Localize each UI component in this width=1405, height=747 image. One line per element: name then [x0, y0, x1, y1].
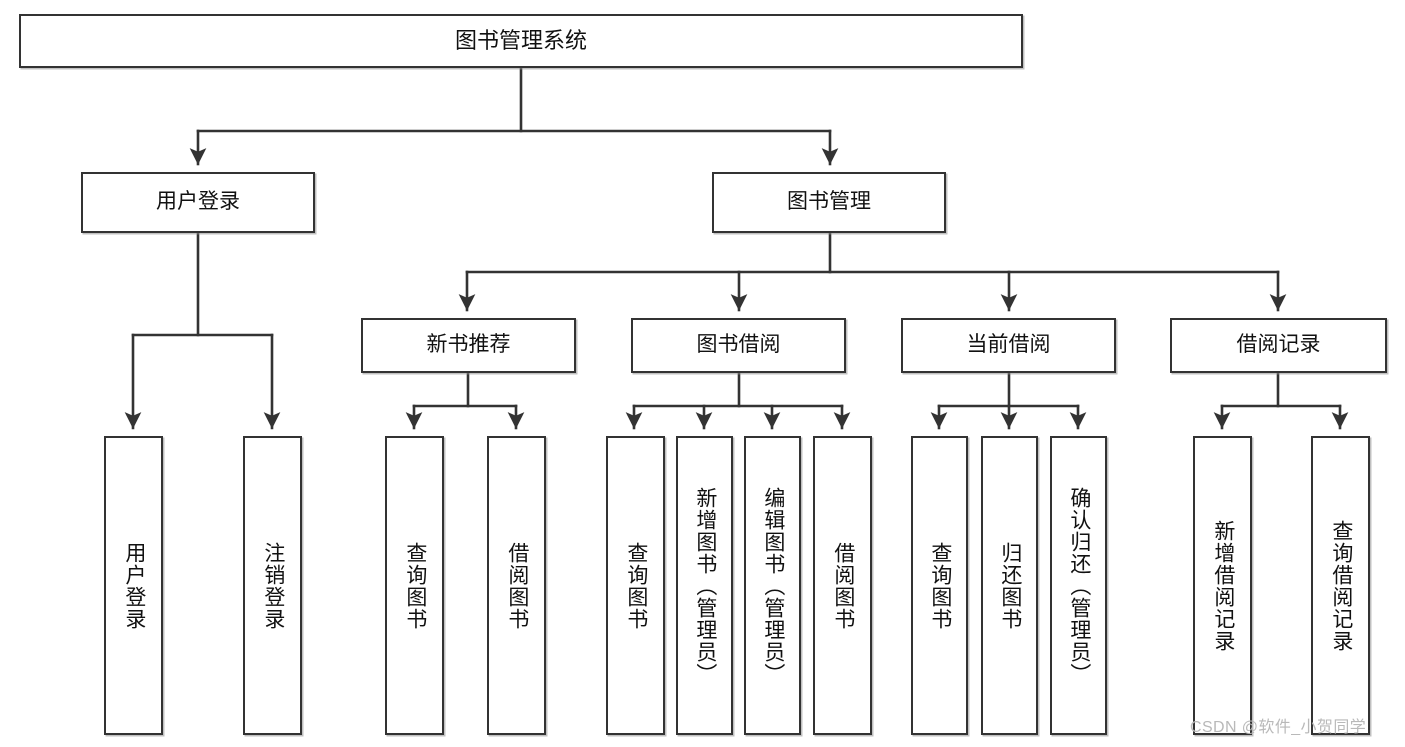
node-leaf-query-borrow-record[interactable]: 查询借阅记录 — [1311, 436, 1370, 735]
node-book-management[interactable]: 图书管理 — [712, 172, 946, 233]
node-book-borrow-label: 图书借阅 — [696, 333, 781, 357]
node-leaf-edit-book-admin[interactable]: 编辑图书（管理员） — [744, 436, 801, 735]
node-current-borrow[interactable]: 当前借阅 — [901, 318, 1116, 373]
node-leaf-return-book-label: 归还图书 — [998, 541, 1022, 630]
node-borrow-records[interactable]: 借阅记录 — [1170, 318, 1387, 373]
node-leaf-borrow-book-label: 借阅图书 — [831, 541, 855, 630]
node-user-login[interactable]: 用户登录 — [81, 172, 315, 233]
node-new-book-recommend-label: 新书推荐 — [426, 333, 511, 357]
node-root-label: 图书管理系统 — [454, 28, 587, 54]
node-leaf-new-query-book-label: 查询图书 — [403, 541, 427, 630]
node-root[interactable]: 图书管理系统 — [19, 14, 1023, 68]
node-leaf-borrow-query-book[interactable]: 查询图书 — [606, 436, 665, 735]
node-leaf-add-borrow-record[interactable]: 新增借阅记录 — [1193, 436, 1252, 735]
node-book-management-label: 图书管理 — [787, 190, 871, 214]
node-leaf-add-book-admin[interactable]: 新增图书（管理员） — [676, 436, 733, 735]
node-leaf-logout[interactable]: 注销登录 — [243, 436, 302, 735]
node-leaf-query-borrow-record-label: 查询借阅记录 — [1329, 519, 1353, 652]
node-book-borrow[interactable]: 图书借阅 — [631, 318, 846, 373]
node-leaf-confirm-return-admin[interactable]: 确认归还（管理员） — [1050, 436, 1107, 735]
node-leaf-new-query-book[interactable]: 查询图书 — [385, 436, 444, 735]
node-leaf-add-borrow-record-label: 新增借阅记录 — [1211, 519, 1235, 652]
node-leaf-add-book-admin-label: 新增图书（管理员） — [693, 486, 717, 685]
node-leaf-borrow-book[interactable]: 借阅图书 — [813, 436, 872, 735]
node-leaf-new-borrow-book[interactable]: 借阅图书 — [487, 436, 546, 735]
node-leaf-logout-label: 注销登录 — [261, 541, 285, 630]
node-leaf-user-login[interactable]: 用户登录 — [104, 436, 163, 735]
node-user-login-label: 用户登录 — [156, 190, 240, 214]
node-borrow-records-label: 借阅记录 — [1236, 333, 1321, 357]
node-leaf-edit-book-admin-label: 编辑图书（管理员） — [761, 486, 785, 685]
node-leaf-confirm-return-admin-label: 确认归还（管理员） — [1067, 486, 1091, 685]
node-leaf-current-query-book[interactable]: 查询图书 — [911, 436, 968, 735]
node-leaf-new-borrow-book-label: 借阅图书 — [505, 541, 529, 630]
node-leaf-borrow-query-book-label: 查询图书 — [624, 541, 648, 630]
node-leaf-current-query-book-label: 查询图书 — [928, 541, 952, 630]
node-current-borrow-label: 当前借阅 — [966, 333, 1051, 357]
node-new-book-recommend[interactable]: 新书推荐 — [361, 318, 576, 373]
node-leaf-user-login-label: 用户登录 — [122, 541, 146, 630]
csdn-watermark: CSDN @软件_小贺同学 — [1190, 719, 1367, 736]
node-leaf-return-book[interactable]: 归还图书 — [981, 436, 1038, 735]
